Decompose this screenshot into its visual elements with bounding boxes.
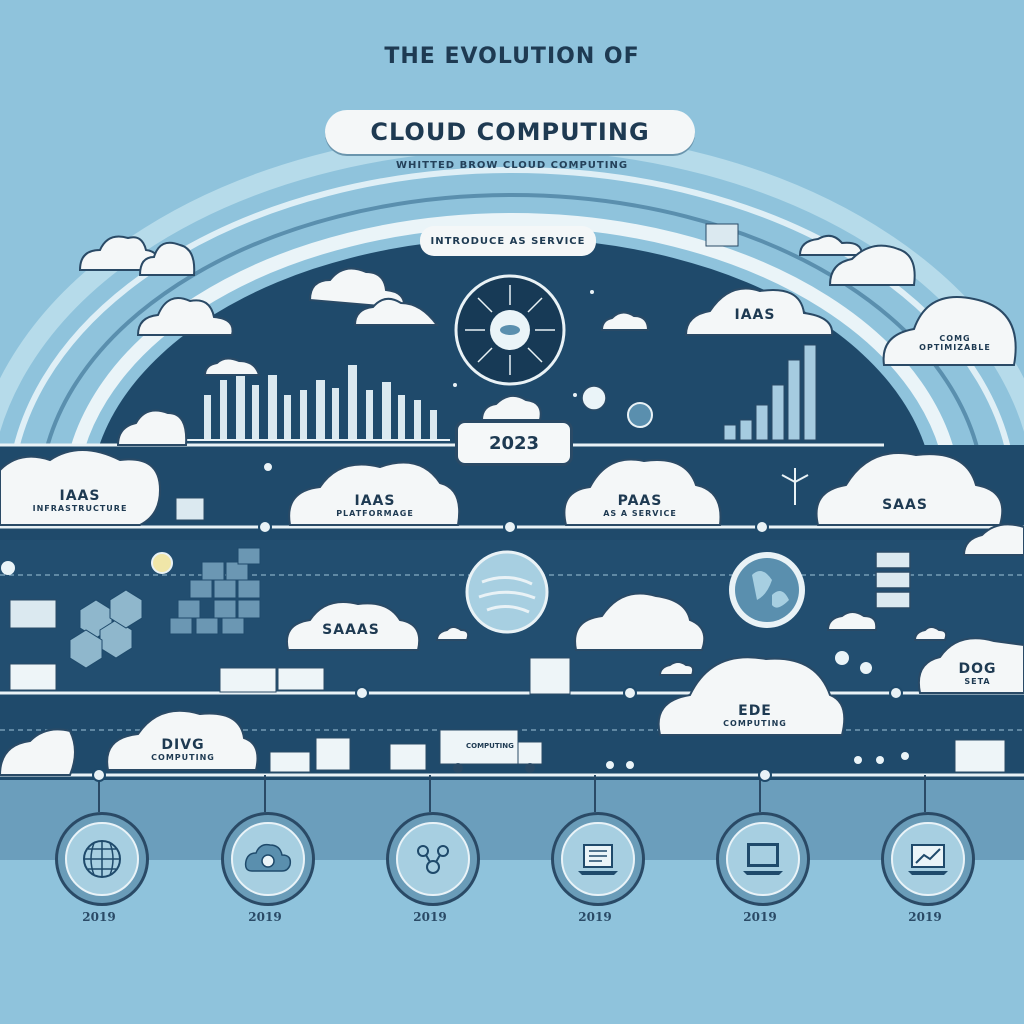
timeline-year: 2019 bbox=[82, 910, 116, 924]
laptop-icon bbox=[578, 844, 618, 875]
timeline-node-4 bbox=[551, 812, 645, 906]
page-title: CLOUD COMPUTING bbox=[370, 118, 650, 146]
timeline-year: 2019 bbox=[578, 910, 612, 924]
timeline-node-6 bbox=[881, 812, 975, 906]
year-badge: 2023 bbox=[455, 420, 573, 466]
timeline-year: 2019 bbox=[908, 910, 942, 924]
timeline-year: 2019 bbox=[248, 910, 282, 924]
cloud-lock-icon bbox=[244, 843, 292, 872]
monitor-icon bbox=[743, 843, 783, 875]
timeline-year: 2019 bbox=[413, 910, 447, 924]
timeline-year: 2019 bbox=[743, 910, 777, 924]
timeline-node-2 bbox=[221, 812, 315, 906]
truck-label: COMPUTING bbox=[466, 742, 514, 750]
timeline-node-3 bbox=[386, 812, 480, 906]
service-banner: INTRODUCE AS SERVICE bbox=[420, 226, 596, 256]
timeline-node-1 bbox=[55, 812, 149, 906]
title-banner: CLOUD COMPUTING bbox=[325, 110, 695, 154]
laptop-chart-icon bbox=[908, 844, 948, 875]
timeline-node-5 bbox=[716, 812, 810, 906]
title-top: THE EVOLUTION OF bbox=[384, 44, 640, 69]
network-icon bbox=[417, 845, 449, 874]
globe-icon bbox=[83, 840, 121, 878]
subtitle: WHITTED BROW CLOUD COMPUTING bbox=[395, 160, 629, 171]
